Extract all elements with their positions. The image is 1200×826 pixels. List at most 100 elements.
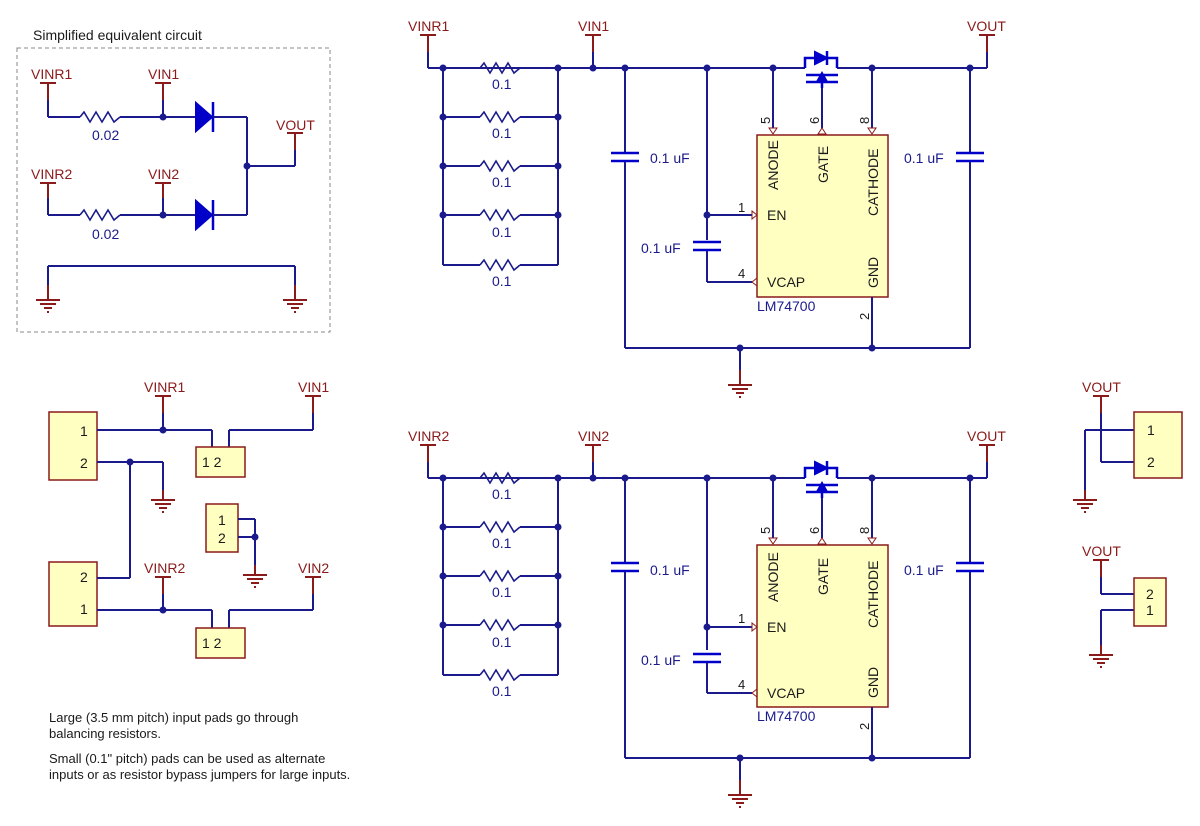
top-r2-value: 0.1	[492, 125, 512, 141]
top-pin-en-num: 1	[738, 200, 745, 215]
top-r4-value: 0.1	[492, 224, 512, 240]
jumper-pin2: 2	[218, 530, 226, 546]
equivalent-circuit: Simplified equivalent circuit VINR1 0.02…	[16, 27, 331, 333]
jumper-pad	[205, 503, 239, 553]
bottom-pin-en: EN	[767, 619, 786, 635]
note-line-2: balancing resistors.	[49, 726, 161, 741]
top-ic-name: LM74700	[757, 298, 816, 314]
bottom-resistor-ladder	[443, 472, 558, 681]
equiv-vin2-label: VIN2	[148, 166, 179, 182]
equiv-vinr1-label: VINR1	[31, 66, 72, 82]
conn1-pin1: 1	[80, 423, 88, 439]
bottom-r4-value: 0.1	[492, 634, 512, 650]
top-cap-in-value: 0.1 uF	[650, 150, 690, 166]
output-connector-large	[1133, 411, 1183, 479]
jumper-pin1: 1	[218, 512, 226, 528]
conn2-pin1: 1	[80, 601, 88, 617]
top-pin-vcap: VCAP	[767, 274, 805, 290]
bottom-vin2-label: VIN2	[578, 428, 609, 444]
top-cap-vcap-value: 0.1 uF	[641, 240, 681, 256]
diode-1	[195, 100, 214, 134]
bottom-r3-value: 0.1	[492, 584, 512, 600]
conn-vinr1-label: VINR1	[144, 379, 185, 395]
conn2-pin2: 2	[80, 569, 88, 585]
conn-vin2-label: VIN2	[298, 560, 329, 576]
out-conn-pin1: 1	[1147, 422, 1155, 438]
input-connector-2	[48, 561, 98, 627]
top-pin-gnd: GND	[865, 257, 881, 288]
equiv-r1-value: 0.02	[92, 127, 119, 143]
top-lm74700-ic	[756, 134, 889, 298]
out-vout-bottom-label: VOUT	[1082, 543, 1121, 559]
bottom-r2-value: 0.1	[492, 535, 512, 551]
note-line-3: Small (0.1" pitch) pads can be used as a…	[49, 751, 325, 766]
top-vout-label: VOUT	[967, 18, 1006, 34]
top-pin-cathode: CATHODE	[865, 149, 881, 216]
top-pin-gate-num: 6	[807, 117, 822, 124]
top-resistor-ladder	[443, 62, 558, 271]
bottom-pin-gnd: GND	[865, 667, 881, 698]
top-r5-value: 0.1	[492, 273, 512, 289]
bottom-pin-cathode: CATHODE	[865, 561, 881, 628]
bottom-r1-value: 0.1	[492, 486, 512, 502]
top-vin1-label: VIN1	[578, 18, 609, 34]
bottom-lm74700-ic	[756, 544, 889, 708]
conn-vin1-label: VIN1	[298, 379, 329, 395]
bottom-pin-cathode-num: 8	[857, 527, 872, 534]
top-ideal-diode-circuit: VINR1 VIN1 VOUT 0.1 0.1 0.1 0.1 0.1	[408, 18, 1006, 398]
bottom-pin-anode-num: 5	[758, 527, 773, 534]
bottom-cap-vcap-value: 0.1 uF	[641, 652, 681, 668]
top-r3-value: 0.1	[492, 174, 512, 190]
top-pin-gate: GATE	[815, 146, 831, 183]
input-connectors: 1 2 VINR1 VIN1 1 2 1 2 2 1	[48, 379, 329, 659]
top-cap-out-value: 0.1 uF	[904, 150, 944, 166]
bottom-pin-gate: GATE	[815, 558, 831, 595]
top-r1-value: 0.1	[492, 76, 512, 92]
bottom-mosfet	[803, 460, 839, 498]
top-vinr1-label: VINR1	[408, 18, 449, 34]
small-pad-1-pins: 1 2	[202, 454, 222, 470]
conn1-pin2: 2	[80, 455, 88, 471]
input-connector-1	[48, 411, 98, 481]
bottom-vinr2-label: VINR2	[408, 428, 449, 444]
bottom-vout-label: VOUT	[967, 428, 1006, 444]
out-conn-pin2: 2	[1147, 454, 1155, 470]
bottom-ic-name: LM74700	[757, 708, 816, 724]
equiv-r2-value: 0.02	[92, 226, 119, 242]
diode-2	[195, 198, 214, 232]
bottom-cap-out-value: 0.1 uF	[904, 562, 944, 578]
small-pad-2-pins: 1 2	[202, 635, 222, 651]
bottom-cap-in-value: 0.1 uF	[650, 562, 690, 578]
top-pin-anode-num: 5	[758, 117, 773, 124]
conn-vinr2-label: VINR2	[144, 560, 185, 576]
top-pin-cathode-num: 8	[857, 117, 872, 124]
bottom-pin-vcap-num: 4	[738, 677, 745, 692]
bottom-pin-vcap: VCAP	[767, 685, 805, 701]
equiv-vout-label: VOUT	[276, 117, 315, 133]
out-small-pin1: 1	[1146, 602, 1154, 618]
bottom-pin-gnd-num: 2	[857, 723, 872, 730]
output-connector-small	[1133, 577, 1167, 627]
top-mosfet	[803, 50, 839, 88]
equiv-vinr2-label: VINR2	[31, 166, 72, 182]
notes: Large (3.5 mm pitch) input pads go throu…	[49, 710, 350, 782]
equiv-title: Simplified equivalent circuit	[33, 27, 202, 43]
bottom-pin-anode: ANODE	[765, 552, 781, 602]
out-vout-top-label: VOUT	[1082, 379, 1121, 395]
top-pin-anode: ANODE	[765, 140, 781, 190]
small-pad-1	[195, 446, 246, 478]
bottom-r5-value: 0.1	[492, 683, 512, 699]
bottom-pin-en-num: 1	[738, 611, 745, 626]
bottom-ideal-diode-circuit: VINR2 VIN2 VOUT 0.1 0.1 0.1 0.1 0.1	[408, 428, 1006, 808]
note-line-4: inputs or as resistor bypass jumpers for…	[49, 767, 350, 782]
top-pin-vcap-num: 4	[738, 266, 745, 281]
bottom-pin-gate-num: 6	[807, 527, 822, 534]
small-pad-2	[195, 627, 246, 659]
equiv-vin1-label: VIN1	[148, 66, 179, 82]
top-pin-gnd-num: 2	[857, 313, 872, 320]
top-pin-en: EN	[767, 207, 786, 223]
output-connectors: VOUT 1 2 VOUT 2 1	[1072, 379, 1183, 668]
equiv-frame	[16, 47, 331, 333]
note-line-1: Large (3.5 mm pitch) input pads go throu…	[49, 710, 298, 725]
